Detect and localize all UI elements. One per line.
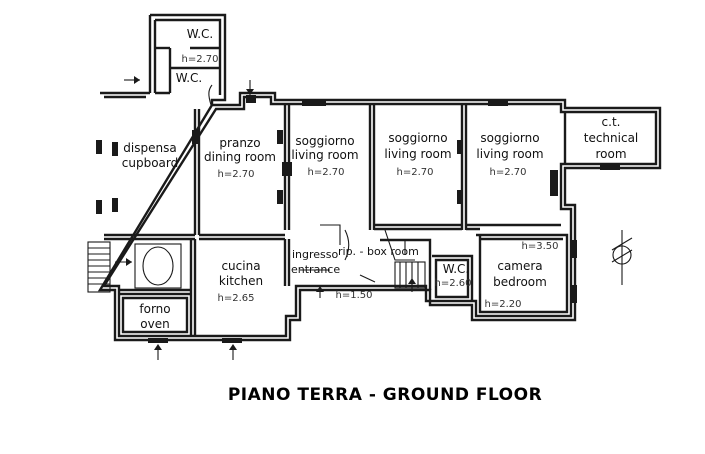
doors-windows	[96, 84, 620, 343]
staircase-icon	[87, 241, 132, 293]
camera-height-top: h=3.50	[522, 241, 559, 252]
pranzo-height: h=2.70	[218, 169, 255, 180]
soggiorno2-label: soggiorno	[388, 131, 447, 145]
camera-height-bottom: h=2.20	[485, 299, 522, 310]
soggiorno1-height: h=2.70	[308, 167, 345, 178]
ingresso-label: ingresso	[292, 248, 339, 261]
ct-label: c.t.	[602, 115, 621, 129]
plan-title: PIANO TERRA - GROUND FLOOR	[228, 385, 542, 405]
oven-label: oven	[140, 317, 169, 331]
oven-shape	[134, 243, 182, 289]
box-room-label: rip. - box room	[338, 245, 419, 258]
wc-top-label: W.C.	[187, 27, 214, 41]
wc-lower-height: h=2.60	[435, 278, 472, 289]
dining-room-label: dining room	[204, 150, 276, 164]
bedroom-label: bedroom	[493, 275, 547, 289]
living-room3-label: living room	[476, 147, 543, 161]
ingresso-height: h=1.50	[336, 290, 373, 301]
north-arrow-icon	[611, 230, 633, 285]
outer-walls	[97, 13, 662, 342]
cucina-label: cucina	[221, 259, 260, 273]
entrance-arrow-icon	[124, 76, 416, 360]
living-room1-label: living room	[291, 148, 358, 162]
cupboard-label: cupboard	[122, 156, 178, 170]
soggiorno3-label: soggiorno	[480, 131, 539, 145]
camera-label: camera	[497, 259, 542, 273]
interior-walls	[104, 104, 569, 336]
soggiorno1-label: soggiorno	[295, 134, 354, 148]
dispensa-label: dispensa	[123, 141, 176, 155]
technical-room-label: room	[595, 147, 626, 161]
technical-label: technical	[584, 131, 639, 145]
wc-small-label: W.C.	[176, 71, 203, 85]
soggiorno2-height: h=2.70	[397, 167, 434, 178]
kitchen-label: kitchen	[219, 274, 263, 288]
forno-label: forno	[139, 302, 170, 316]
entrance-label: entrance	[291, 263, 340, 276]
pranzo-label: pranzo	[219, 136, 260, 150]
wc-lower-label: W.C.	[443, 262, 470, 276]
living-room2-label: living room	[384, 147, 451, 161]
cucina-height: h=2.65	[218, 293, 255, 304]
soggiorno3-height: h=2.70	[490, 167, 527, 178]
room-labels: W.C. h=2.70 W.C. dispensa cupboard pranz…	[122, 27, 639, 331]
wc-top-height: h=2.70	[182, 54, 219, 65]
